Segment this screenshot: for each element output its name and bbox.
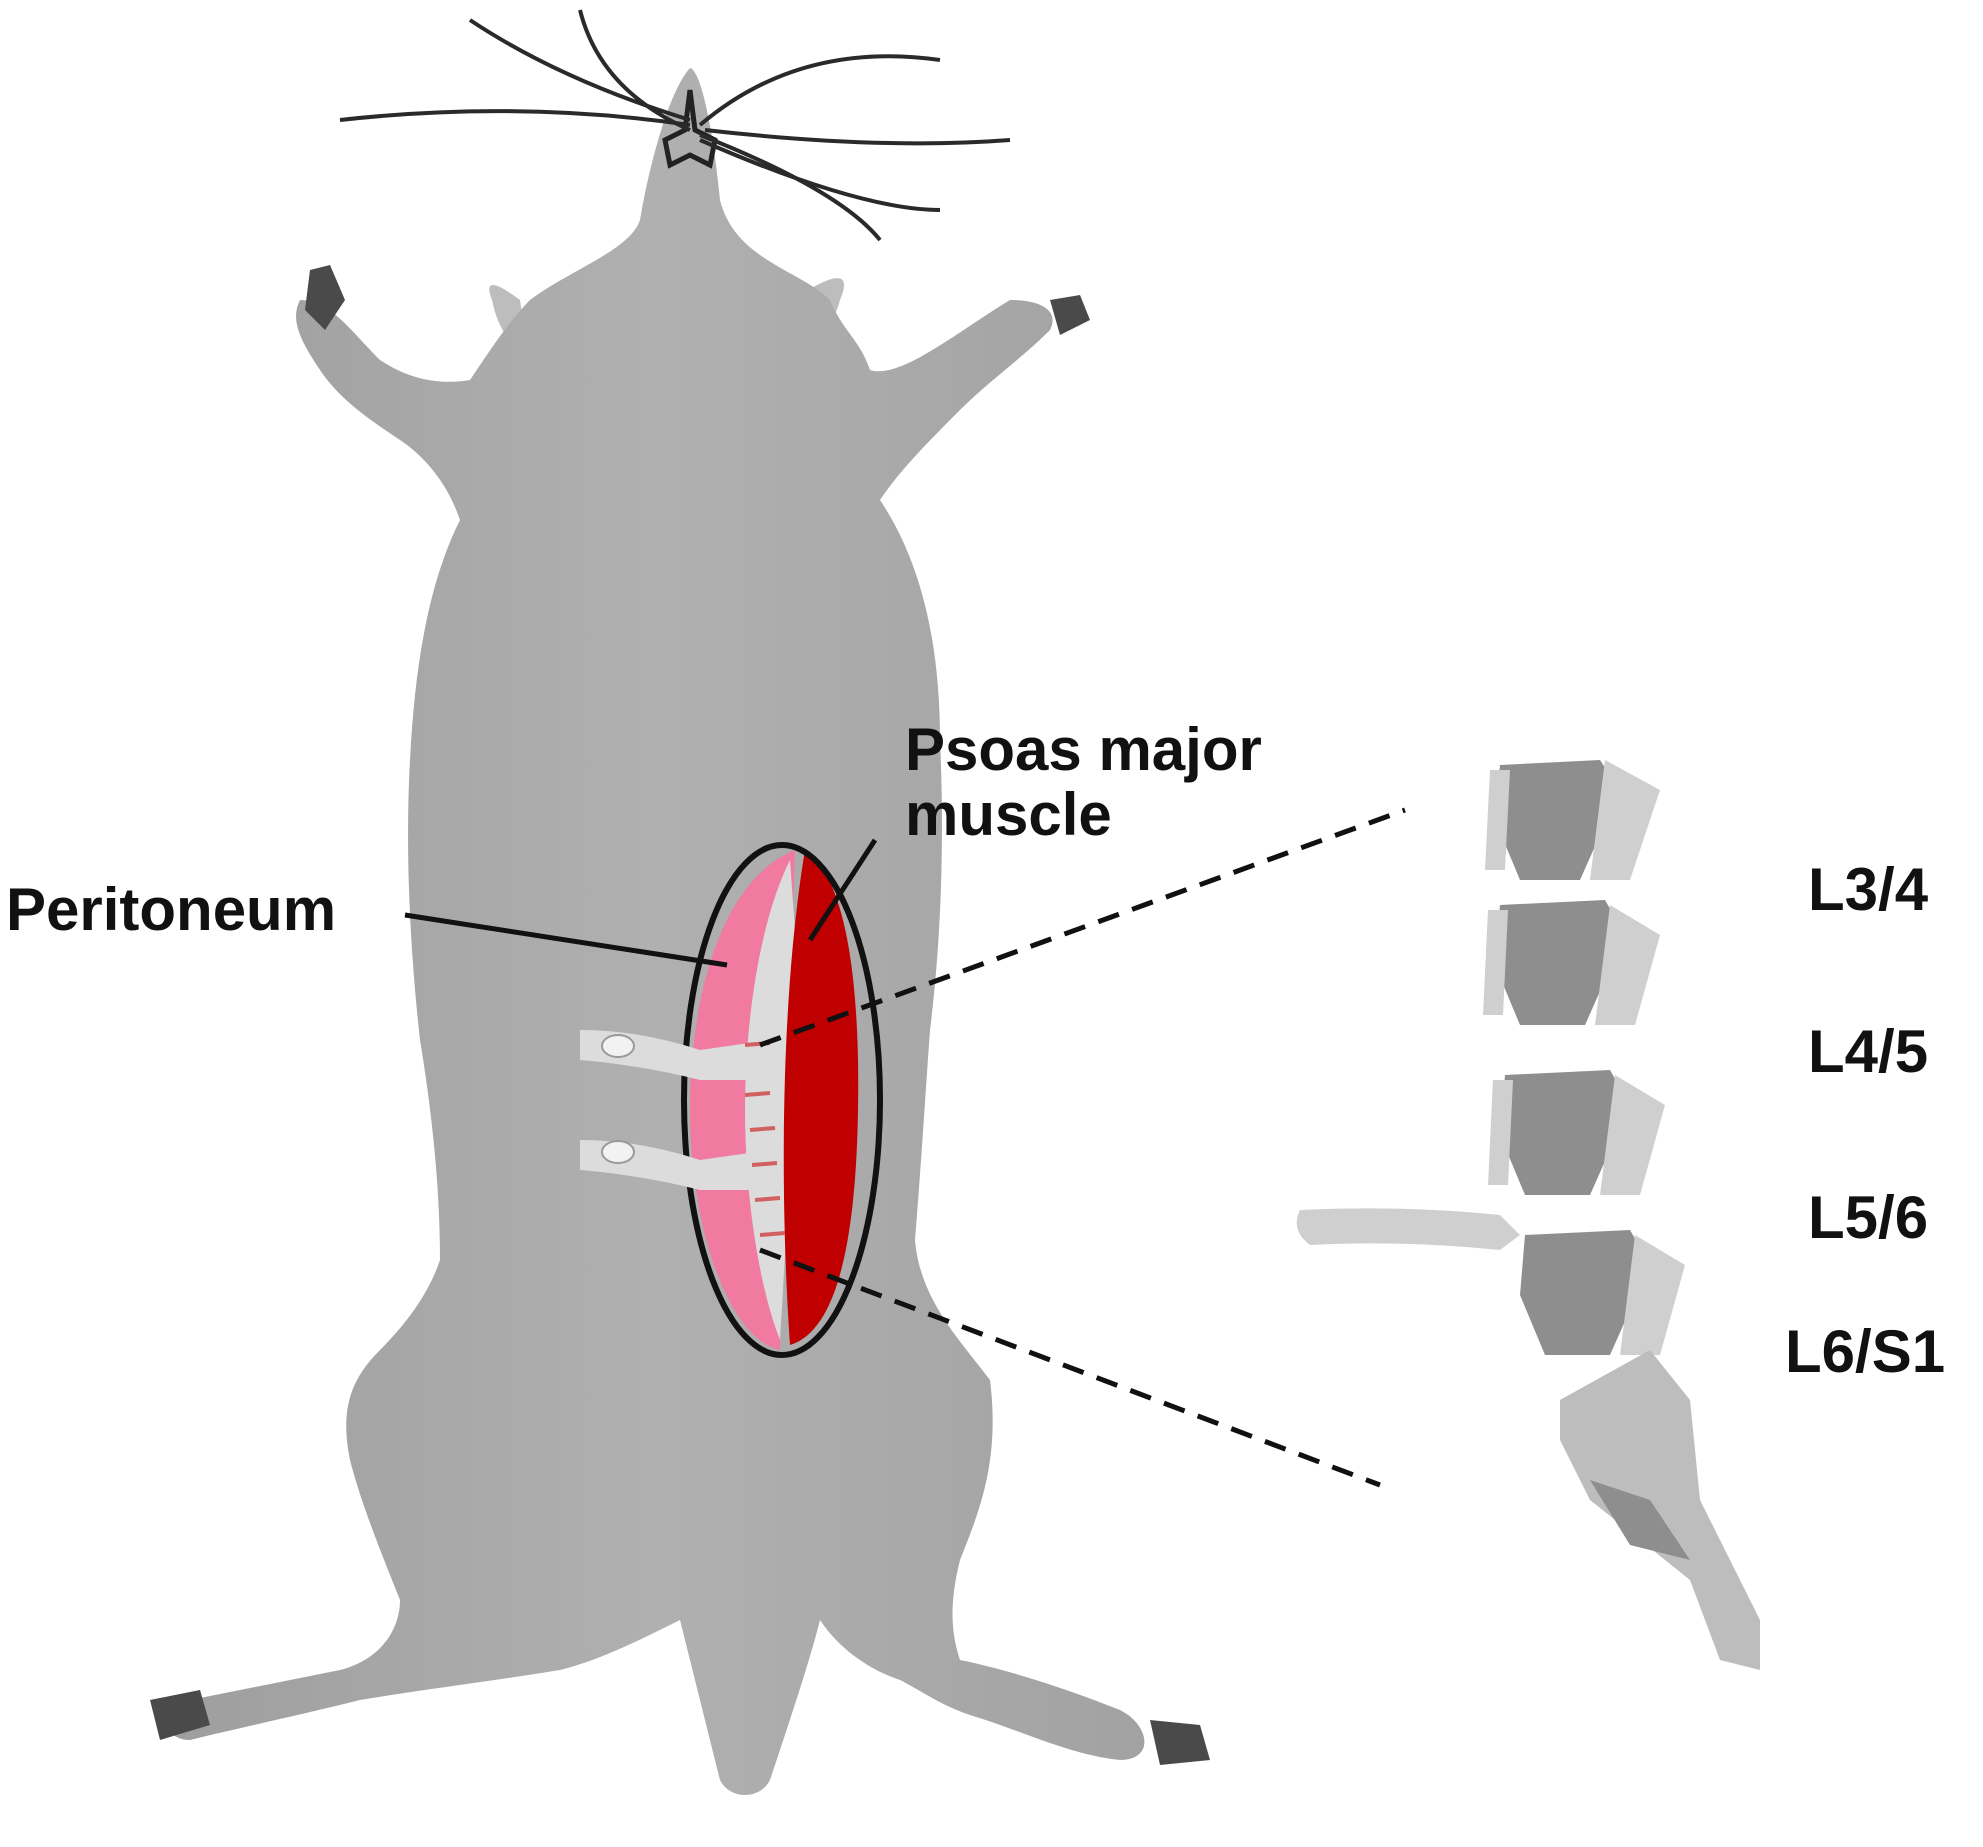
vertebra-1 — [1485, 760, 1660, 880]
psoas-leader — [807, 838, 878, 942]
vertebra-3 — [1488, 1070, 1665, 1195]
peritoneum-leader — [404, 912, 728, 968]
rat-body — [150, 68, 1210, 1795]
nose — [662, 89, 718, 169]
zoom-line-top — [759, 807, 1406, 1048]
sacrum — [1560, 1350, 1760, 1670]
zoom-line-bottom — [759, 1247, 1381, 1488]
psoas-major-muscle-label: Psoas major muscle — [905, 716, 1262, 848]
psoas-label-line1: Psoas major — [905, 716, 1262, 783]
torso — [167, 68, 1145, 1795]
peritoneum-label: Peritoneum — [6, 876, 337, 943]
incision-outline — [681, 842, 883, 1358]
right-foot — [1150, 1720, 1210, 1765]
right-hand — [1050, 295, 1090, 335]
psoas-label-line2: muscle — [905, 780, 1112, 848]
nerve-root-detached — [1296, 1208, 1520, 1250]
whiskers — [339, 9, 1011, 242]
psoas-muscle — [783, 850, 859, 1345]
callout-lines — [404, 807, 1406, 1488]
spine-level-label: L4/5 — [1808, 1018, 1929, 1085]
spine-level-label: L5/6 — [1808, 1184, 1929, 1251]
vertebra-4 — [1520, 1230, 1685, 1355]
left-foot — [150, 1690, 210, 1740]
left-hand — [305, 265, 345, 330]
lumbar-spine — [1296, 760, 1760, 1670]
vertebra-2 — [1483, 900, 1660, 1025]
incision-window — [580, 842, 883, 1358]
nerve-roots — [580, 1030, 786, 1237]
spine-level-label: L3/4 — [1808, 856, 1929, 923]
spine-level-label: L6/S1 — [1785, 1318, 1946, 1385]
